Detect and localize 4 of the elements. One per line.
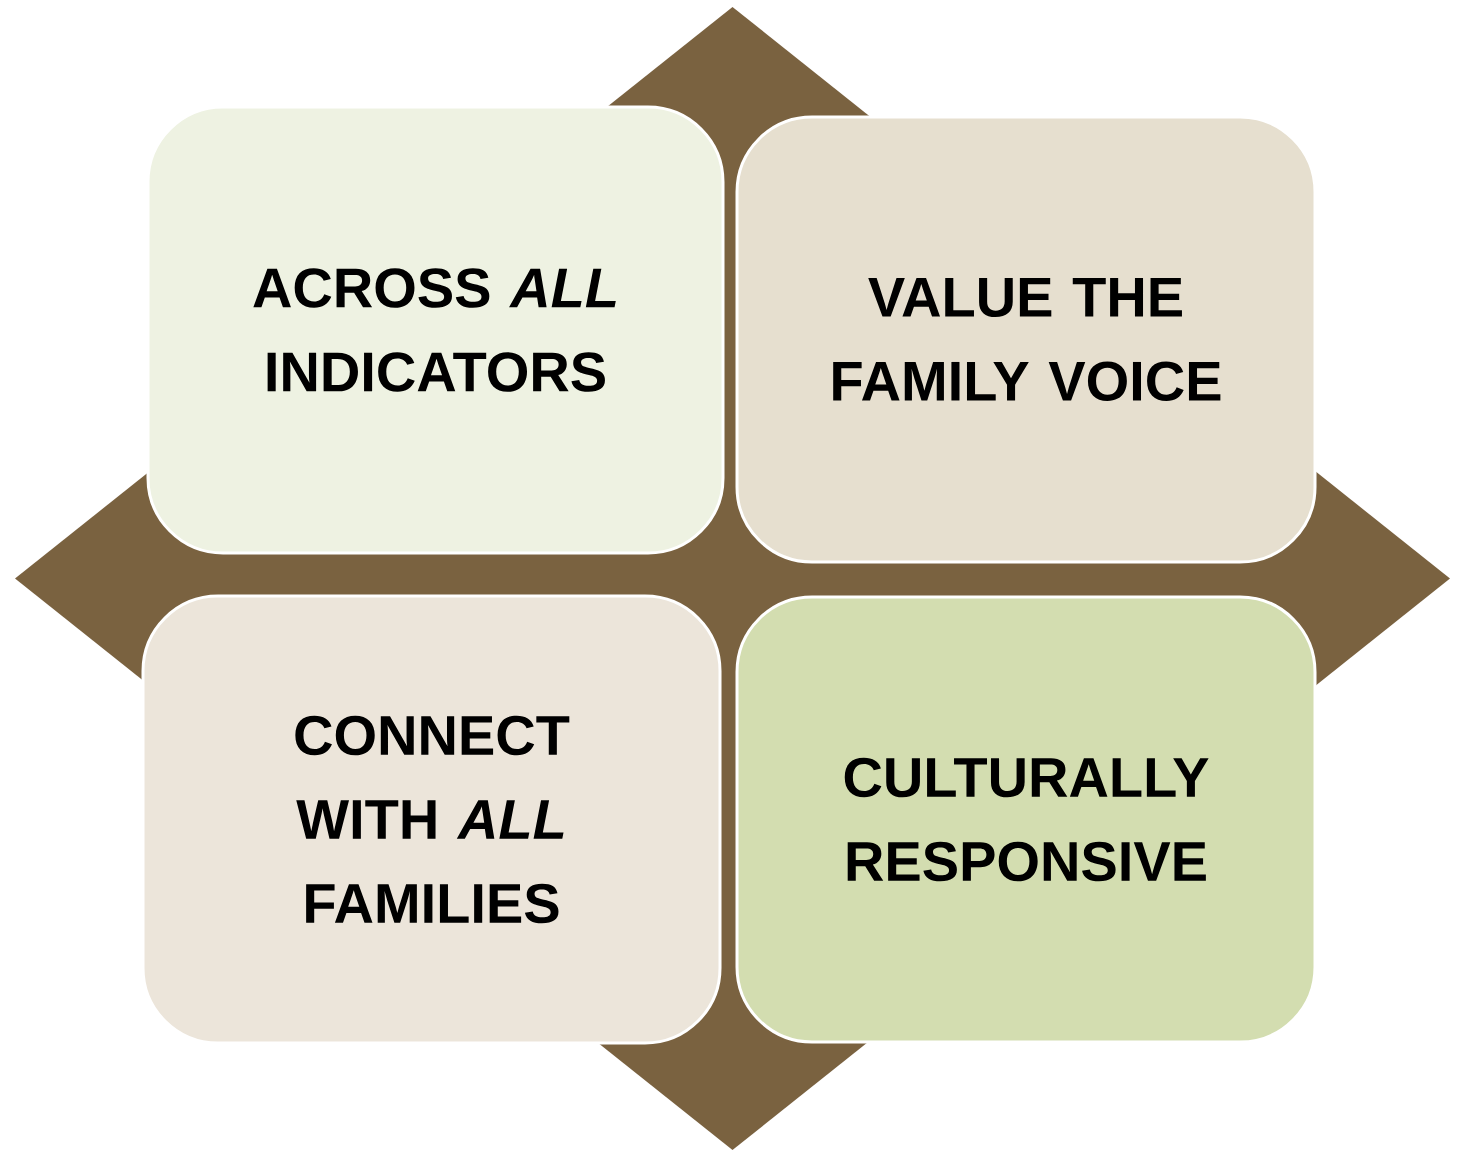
rounded-box: VALUE THE FAMILY VOICE xyxy=(735,115,1317,564)
rounded-box: CONNECT WITH ALL FAMILIES xyxy=(141,594,722,1045)
rounded-box: CULTURALLY RESPONSIVE xyxy=(735,595,1317,1044)
rounded-box: ACROSS ALL INDICATORS xyxy=(146,105,725,555)
